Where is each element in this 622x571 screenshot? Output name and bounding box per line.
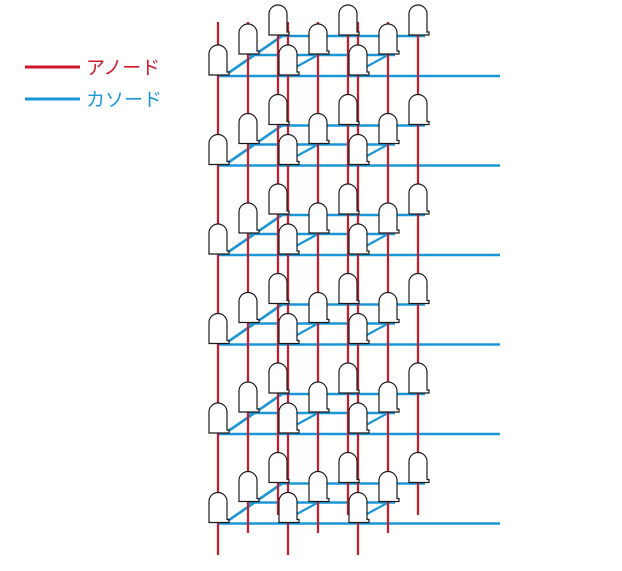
led-icon bbox=[208, 223, 230, 255]
led-icon bbox=[408, 93, 430, 126]
led-icon bbox=[278, 402, 300, 434]
led-icon bbox=[378, 112, 400, 145]
cathode-wires bbox=[218, 34, 500, 525]
led-icon bbox=[208, 312, 230, 345]
cathode-diagonal-wire bbox=[365, 501, 389, 516]
led-icon bbox=[408, 451, 430, 484]
led-icon bbox=[308, 291, 330, 324]
cathode-diagonal-wire bbox=[223, 34, 283, 78]
led-icon bbox=[338, 93, 360, 126]
cathode-diagonal-wire bbox=[295, 233, 319, 247]
led-icon bbox=[348, 312, 370, 345]
cathode-diagonal-wire bbox=[365, 322, 389, 337]
led-icon bbox=[338, 451, 360, 484]
led-icon bbox=[338, 4, 360, 36]
led-icon bbox=[308, 470, 330, 503]
led-icon bbox=[238, 202, 260, 234]
cathode-diagonal-wire bbox=[295, 143, 319, 158]
cathode-diagonal-wire bbox=[365, 143, 389, 158]
cathode-diagonal-wire bbox=[365, 412, 389, 426]
led-icon bbox=[238, 23, 260, 55]
led-icon bbox=[408, 4, 430, 36]
led-icon bbox=[238, 381, 260, 413]
anode-wires bbox=[216, 22, 420, 555]
cathode-diagonal-wire bbox=[223, 303, 283, 346]
cathode-diagonal-wire bbox=[365, 54, 389, 68]
led-icon bbox=[408, 362, 430, 394]
legend-anode-label: アノード bbox=[86, 57, 160, 79]
led-icon bbox=[348, 133, 370, 166]
led-icon bbox=[238, 112, 260, 145]
led-icon bbox=[208, 133, 230, 166]
led-icon bbox=[408, 272, 430, 305]
led-icon bbox=[278, 223, 300, 255]
led-icon bbox=[268, 362, 290, 394]
led-icon bbox=[378, 381, 400, 413]
cathode-diagonal-wire bbox=[295, 322, 319, 337]
cathode-diagonal-wire bbox=[223, 392, 283, 436]
led-icon bbox=[338, 183, 360, 215]
led-icon bbox=[348, 44, 370, 76]
led-icon bbox=[378, 291, 400, 324]
led-icon bbox=[348, 491, 370, 524]
cathode-diagonal-wire bbox=[365, 233, 389, 247]
led-icon bbox=[208, 402, 230, 434]
led-icon bbox=[378, 23, 400, 55]
led-icon bbox=[278, 133, 300, 166]
led-icon bbox=[348, 402, 370, 434]
led-icon bbox=[268, 272, 290, 305]
led-icon bbox=[408, 183, 430, 215]
led-icon bbox=[278, 491, 300, 524]
cathode-diagonal-wire bbox=[295, 412, 319, 426]
led-icon bbox=[268, 93, 290, 126]
led-icon bbox=[268, 4, 290, 36]
led-icon bbox=[338, 362, 360, 394]
led-icon bbox=[208, 44, 230, 76]
cathode-diagonal-wire bbox=[223, 124, 283, 167]
leds bbox=[208, 4, 430, 524]
led-icon bbox=[378, 470, 400, 503]
led-icon bbox=[308, 112, 330, 145]
led-icon bbox=[278, 44, 300, 76]
led-icon bbox=[308, 23, 330, 55]
led-icon bbox=[278, 312, 300, 345]
cathode-diagonal-wire bbox=[223, 482, 283, 525]
cathode-diagonal-wire bbox=[295, 54, 319, 68]
led-icon bbox=[308, 381, 330, 413]
led-icon bbox=[238, 291, 260, 324]
led-icon bbox=[208, 491, 230, 524]
cathode-diagonal-wire bbox=[295, 501, 319, 516]
cathode-diagonal-wire bbox=[223, 213, 283, 257]
led-icon bbox=[308, 202, 330, 234]
led-icon bbox=[348, 223, 370, 255]
led-icon bbox=[378, 202, 400, 234]
led-icon bbox=[338, 272, 360, 305]
led-icon bbox=[268, 183, 290, 215]
led-icon bbox=[268, 451, 290, 484]
legend-cathode-label: カソード bbox=[86, 89, 162, 111]
legend: アノード カソード bbox=[25, 57, 162, 111]
led-icon bbox=[238, 470, 260, 503]
